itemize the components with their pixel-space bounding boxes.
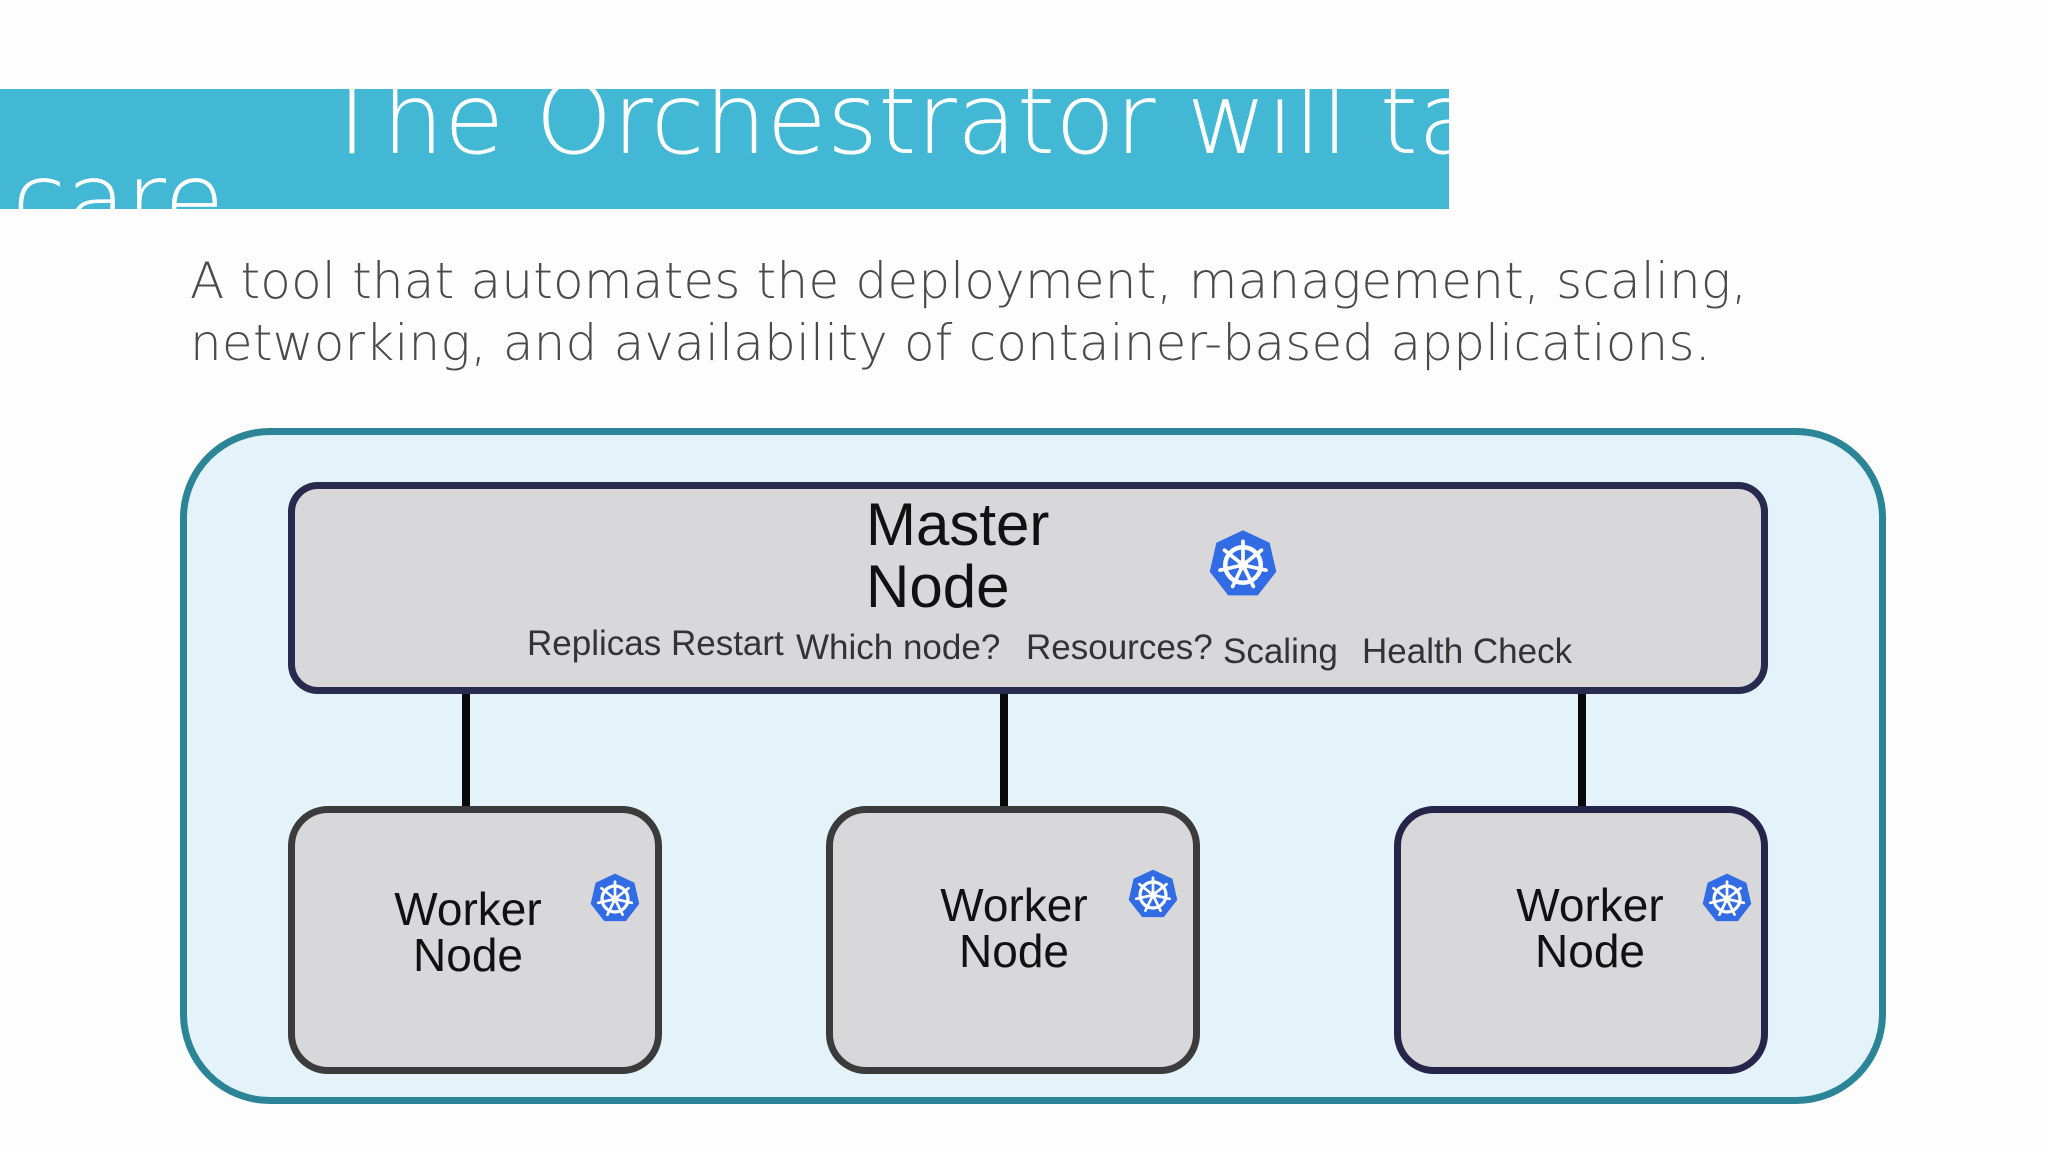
kubernetes-helm-icon [1209, 530, 1277, 596]
master-node-title: Master Node [866, 491, 1050, 620]
worker-node-1 [288, 806, 662, 1074]
worker-node-2-label: Worker Node [940, 879, 1088, 977]
connector-master-worker-2 [1000, 690, 1008, 812]
master-node [288, 482, 1768, 694]
kubernetes-helm-icon [1702, 873, 1752, 922]
slide-description: A tool that automates the deployment, ma… [190, 252, 1748, 372]
worker-node-3-label: Worker Node [1516, 879, 1664, 977]
connector-master-worker-3 [1578, 690, 1586, 812]
master-task-health-check: Health Check [1362, 632, 1573, 671]
master-task-resources: Resources? [1026, 628, 1213, 667]
connector-master-worker-1 [462, 690, 470, 812]
master-task-which-node: Which node? [796, 628, 1001, 667]
slide-title-line1: The Orchestrator will take [322, 89, 1449, 177]
worker-node-1-label: Worker Node [394, 883, 542, 981]
master-task-replicas-restart: Replicas Restart [527, 624, 784, 663]
kubernetes-helm-icon [1128, 869, 1178, 918]
title-bar: The Orchestrator will take care [0, 89, 1449, 209]
kubernetes-helm-icon [590, 873, 640, 922]
master-task-scaling: Scaling [1223, 632, 1338, 671]
worker-node-3 [1394, 806, 1768, 1074]
worker-node-2 [826, 806, 1200, 1074]
slide-title-line2: care [12, 143, 225, 209]
